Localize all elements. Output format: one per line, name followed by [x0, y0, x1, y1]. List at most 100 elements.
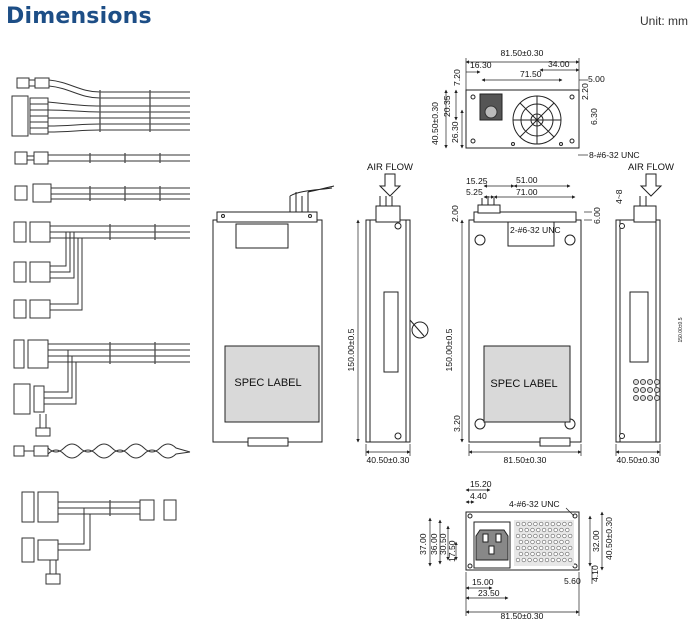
vent-hole [536, 539, 541, 545]
rear-d2: 4.40 [470, 491, 487, 501]
front-d5: 2.00 [450, 205, 460, 222]
vent-hole [533, 557, 538, 563]
vent-hole [544, 557, 550, 563]
rear-h4: 17.50 [447, 540, 457, 562]
vent-hole [565, 551, 570, 557]
left-height: 150.00±0.5 [346, 328, 356, 371]
vent-hole [556, 533, 561, 539]
vent-hole [565, 527, 570, 533]
vent-hole [562, 521, 567, 527]
spec-label-1: SPEC LABEL [234, 377, 301, 389]
front-width: 81.50±0.30 [504, 455, 547, 465]
vent-hole [553, 527, 558, 533]
front-screw: 2-#6-32 UNC [510, 225, 561, 235]
vent-hole [527, 545, 532, 551]
rear-d1: 15.20 [470, 479, 492, 489]
air-flow-arrow-right [639, 173, 663, 197]
psu-top-view [465, 89, 580, 149]
vent-hole [568, 557, 573, 563]
vent-hole [515, 533, 521, 539]
vent-hole [568, 521, 573, 527]
rear-b2: 23.50 [478, 588, 500, 598]
vent-hole [524, 527, 529, 533]
top-d1: 16.30 [470, 60, 492, 70]
rear-h2: 36.00 [429, 533, 439, 555]
vent-hole [541, 551, 547, 557]
vent-hole [521, 557, 526, 563]
top-h3: 7.20 [452, 69, 462, 86]
vent-hole [515, 521, 521, 527]
vent-hole [547, 527, 553, 533]
top-r1: 2.20 [580, 83, 590, 100]
rear-h1: 37.00 [418, 533, 428, 555]
vent-hole [533, 533, 538, 539]
psu-front-view [468, 196, 582, 447]
vent-hole [515, 557, 521, 563]
rear-b3: 5.60 [564, 576, 581, 586]
vent-hole [553, 551, 558, 557]
spec-label-2: SPEC LABEL [490, 378, 557, 390]
page-title: Dimensions [6, 4, 152, 29]
vent-hole [550, 521, 555, 527]
vent-hole [539, 545, 544, 551]
connector-small-1 [16, 77, 190, 99]
vent-hole [527, 557, 532, 563]
vent-hole [541, 527, 547, 533]
connector-sata-2 [21, 491, 177, 585]
vent-hole [562, 557, 567, 563]
vent-hole [547, 551, 553, 557]
vent-hole [527, 521, 532, 527]
top-d4: 5.00 [588, 74, 605, 84]
vent-hole [550, 533, 555, 539]
connector-fan [13, 443, 191, 459]
connector-molex-chain [13, 221, 190, 319]
vent-hole [539, 557, 544, 563]
vent-hole [544, 521, 550, 527]
vent-hole [521, 545, 526, 551]
connector-24pin [11, 95, 190, 137]
cable-harness [11, 77, 191, 585]
vent-hole [559, 539, 564, 545]
front-d3: 5.25 [466, 187, 483, 197]
vent-hole [518, 539, 524, 545]
vent-hole [547, 539, 553, 545]
rear-b1: 15.00 [472, 577, 494, 587]
vent-hole [515, 545, 521, 551]
connector-sata-1 [13, 339, 190, 437]
vent-hole [550, 545, 555, 551]
rear-r2: 32.00 [591, 530, 601, 552]
rear-r3: 40.50±0.30 [604, 517, 614, 560]
top-h2: 26.30 [450, 121, 460, 143]
front-d6: 6.00 [592, 207, 602, 224]
psu-back-view [212, 185, 335, 447]
vent-hole [530, 527, 535, 533]
psu-left-side-view [365, 196, 429, 443]
vent-hole [518, 527, 524, 533]
connector-4pin [14, 151, 190, 165]
vent-hole [524, 551, 529, 557]
air-flow-arrow-left [378, 173, 402, 197]
air-flow-label-right: AIR FLOW [628, 162, 674, 173]
vent-hole [568, 533, 573, 539]
top-h1: 20.35 [442, 95, 452, 117]
air-flow-label-left: AIR FLOW [367, 162, 413, 173]
vent-hole [565, 539, 570, 545]
vent-hole [562, 533, 567, 539]
top-r2: 6.30 [589, 108, 599, 125]
vent-hole [568, 545, 573, 551]
vent-hole [559, 527, 564, 533]
front-height: 150.00±0.5 [444, 328, 454, 371]
top-d2: 71.50 [520, 69, 542, 79]
vent-hole [553, 539, 558, 545]
front-d1: 15.25 [466, 176, 488, 186]
vent-hole [556, 521, 561, 527]
vent-hole [562, 545, 567, 551]
unit-label: Unit: mm [640, 14, 688, 28]
top-d3: 34.00 [548, 59, 570, 69]
rear-screw: 4-#6-32 UNC [509, 499, 560, 509]
vent-hole [524, 539, 529, 545]
vent-hole [544, 545, 550, 551]
vent-hole [530, 539, 535, 545]
left-width: 40.50±0.30 [367, 455, 410, 465]
vent-hole [533, 521, 538, 527]
